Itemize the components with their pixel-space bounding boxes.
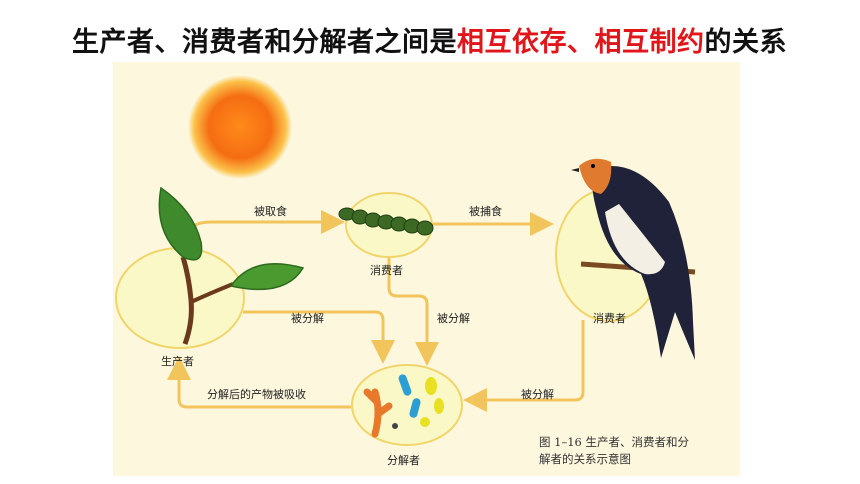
arrow-label-absorbed: 分解后的产物被吸收 (207, 388, 306, 401)
title-part1: 生产者、消费者和分解者之间是 (72, 27, 457, 58)
producer-label: 生产者 (161, 355, 194, 368)
swallow-label: 消费者 (593, 312, 626, 325)
arrow-label-eaten: 被取食 (254, 205, 287, 218)
decomposer-label: 分解者 (387, 454, 420, 467)
caption-line-2: 解者的关系示意图 (539, 452, 631, 466)
swallow-icon (571, 158, 696, 360)
arrow-label-decomposed-swallow: 被分解 (521, 388, 554, 401)
arrow-label-decomposed-consumer: 被分解 (437, 312, 470, 325)
title-part2: 的关系 (704, 27, 787, 58)
caption-line-1: 图 1–16 生产者、消费者和分 (539, 435, 690, 449)
caterpillar-label: 消费者 (370, 264, 403, 277)
arrow-label-preyed: 被捕食 (469, 205, 502, 218)
leaf-plant-icon (158, 186, 305, 345)
sun-icon (188, 75, 292, 179)
microbes-icon (363, 374, 444, 438)
title-highlight: 相互依存、相互制约 (457, 27, 705, 58)
caterpillar-icon (338, 207, 434, 236)
producer-circle (115, 247, 245, 349)
decomposer-circle (351, 364, 463, 446)
page-title: 生产者、消费者和分解者之间是相互依存、相互制约的关系 (72, 20, 852, 64)
ecosystem-diagram: 被取食 被捕食 消费者 被分解 被分解 消费者 生产者 分解后的产物被吸收 被分… (113, 62, 740, 476)
arrow-label-decomposed-producer: 被分解 (291, 312, 324, 325)
diagram-canvas (115, 75, 696, 446)
figure-caption: 图 1–16 生产者、消费者和分 解者的关系示意图 (539, 434, 739, 468)
